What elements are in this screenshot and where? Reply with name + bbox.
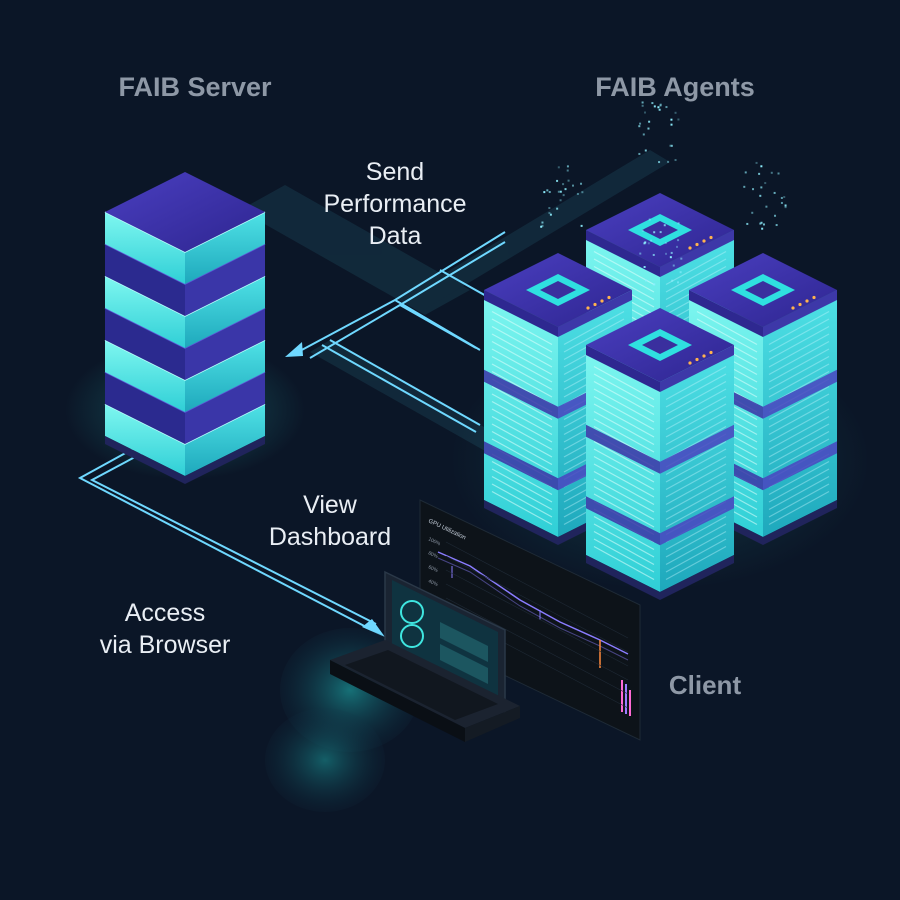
access-browser-label: Access via Browser xyxy=(70,597,260,661)
client-laptop xyxy=(330,570,520,742)
dashboard-chart xyxy=(437,551,631,716)
send-performance-data-label: Send Performance Data xyxy=(300,156,490,252)
client-title: Client xyxy=(668,670,742,700)
send-label-line2: Performance xyxy=(323,190,467,218)
access-label-line1: Access xyxy=(124,599,206,627)
agents-title: FAIB Agents xyxy=(595,72,755,102)
dashboard-y-tick: 60% xyxy=(427,564,439,574)
dashboard-gridline xyxy=(445,555,629,653)
server-base xyxy=(105,436,265,484)
server-title: FAIB Server xyxy=(118,72,272,102)
dashboard-panel: GPU Utilization 100%80%60%40%20%0% xyxy=(419,499,641,741)
send-arrowhead xyxy=(285,342,303,357)
send-data-arrows xyxy=(297,231,521,433)
dashboard-gridline xyxy=(445,541,629,639)
dashboard-gridline xyxy=(445,597,629,695)
access-arrowhead xyxy=(362,619,385,637)
send-label-line1: Send xyxy=(365,158,425,186)
agent-tower-front xyxy=(586,308,734,600)
agent-particles xyxy=(540,101,787,286)
dashboard-y-tick: 80% xyxy=(427,550,439,560)
send-label-line3: Data xyxy=(368,222,422,250)
view-label-line1: View xyxy=(303,491,357,519)
view-dashboard-label: View Dashboard xyxy=(245,489,415,553)
faib-agents xyxy=(484,193,837,600)
dashboard-y-tick: 100% xyxy=(427,536,442,547)
view-label-line2: Dashboard xyxy=(268,523,392,551)
faib-server xyxy=(104,172,266,484)
dashboard-gridline xyxy=(445,569,629,667)
dashboard-gridline xyxy=(445,583,629,681)
dashboard-y-tick: 40% xyxy=(427,578,439,588)
access-label-line2: via Browser xyxy=(99,631,231,659)
server-top xyxy=(105,172,265,252)
